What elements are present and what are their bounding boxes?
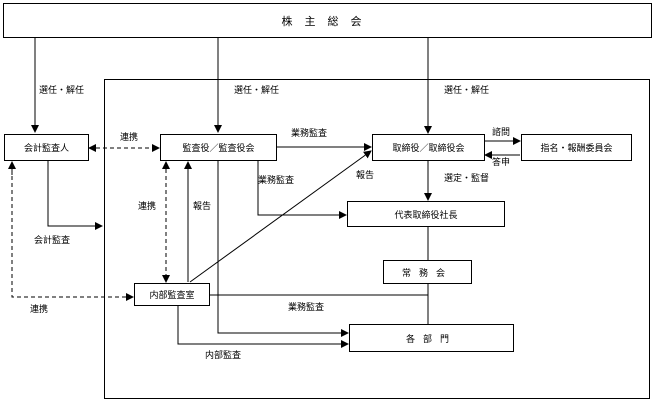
executive-committee-label: 常務会 [401,268,453,279]
president-box: 代表取締役社長 [347,201,505,227]
label-appoint-3: 選任・解任 [444,86,490,96]
label-report-2: 報告 [193,202,212,212]
arrow-business-audit-president [257,161,347,219]
label-coop-bottom: 連携 [30,305,49,315]
label-appoint-1: 選任・解任 [39,86,85,96]
company-frame [104,79,650,399]
label-business-audit-1: 業務監査 [291,129,328,139]
arrow-audit-departments [217,161,349,337]
label-appoint-supervise: 選定・監督 [444,174,490,184]
label-appoint-2: 選任・解任 [234,86,280,96]
departments-label: 各部門 [405,334,457,345]
label-business-audit-3: 業務監査 [288,303,325,313]
shareholders-label: 株主総会 [281,14,374,28]
board-label: 取締役／取締役会 [392,144,465,154]
audit-board-box: 監査役／監査役会 [160,134,277,161]
label-accounting-audit: 会計監査 [34,236,71,246]
label-inquiry: 諮問 [492,128,511,138]
nomination-committee-label: 指名・報酬委員会 [540,144,613,154]
arrow-coop-bottom [11,162,134,301]
board-box: 取締役／取締役会 [372,134,485,161]
label-coop-top: 連携 [120,133,139,143]
executive-committee-box: 常務会 [383,260,472,284]
audit-board-label: 監査役／監査役会 [182,144,255,154]
label-report-1: 報告 [356,171,375,181]
departments-box: 各部門 [349,324,514,352]
internal-audit-label: 内部監査室 [149,291,195,301]
accounting-auditor-box: 会計監査人 [4,134,89,161]
label-coop-mid: 連携 [138,202,157,212]
label-reply: 答申 [492,158,511,168]
nomination-committee-box: 指名・報酬委員会 [521,134,632,161]
president-label: 代表取締役社長 [394,210,458,221]
arrow-report-board [189,150,372,283]
shareholders-box: 株主総会 [3,3,652,38]
arrow-accounting-audit [47,161,103,230]
arrow-internal-audit-departments [177,306,349,348]
accounting-auditor-label: 会計監査人 [23,144,69,154]
label-internal-audit: 内部監査 [205,351,242,361]
internal-audit-box: 内部監査室 [134,283,210,306]
label-business-audit-2: 業務監査 [258,176,295,186]
